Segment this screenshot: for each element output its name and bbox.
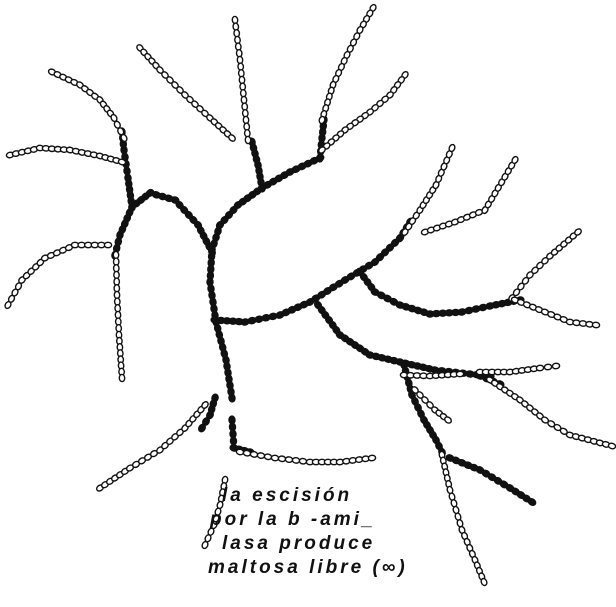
- glucose-unit-open: [299, 458, 307, 464]
- glucose-unit-open: [271, 455, 279, 461]
- glucose-unit-open: [250, 451, 258, 458]
- remaining-chain-beads: [111, 115, 538, 507]
- glucose-unit-open: [608, 442, 616, 449]
- caption-line-2: por la b -ami_: [206, 508, 476, 532]
- caption-line-4: maltosa libre (∞): [206, 556, 476, 580]
- glucose-unit-open: [285, 457, 293, 463]
- glucose-unit-open: [236, 449, 244, 456]
- glucose-unit-open: [292, 457, 300, 463]
- glucose-unit-open: [544, 364, 552, 370]
- glucose-unit-open: [511, 156, 519, 165]
- glucose-unit-open: [243, 450, 251, 457]
- glucose-unit-open: [264, 454, 272, 461]
- glucose-unit-open: [104, 242, 111, 247]
- caption-line-3: lasa produce: [206, 532, 476, 556]
- caption-line-1: la escisión: [206, 484, 476, 508]
- glucose-unit-filled: [230, 437, 237, 446]
- glucose-unit-open: [448, 144, 456, 153]
- glucose-unit-open: [245, 136, 251, 144]
- glucose-unit-open: [257, 452, 265, 459]
- glucose-unit-open: [278, 456, 286, 462]
- glucose-unit-open: [368, 455, 376, 461]
- caption: la escisión por la b -ami_ lasa produce …: [206, 484, 476, 580]
- glucose-unit-open: [480, 578, 488, 587]
- glucose-unit-open: [456, 371, 464, 377]
- glucose-unit-open: [552, 363, 560, 369]
- glucose-unit-open: [536, 365, 544, 371]
- glucose-unit-open: [119, 374, 125, 382]
- glucose-unit-open: [592, 322, 600, 328]
